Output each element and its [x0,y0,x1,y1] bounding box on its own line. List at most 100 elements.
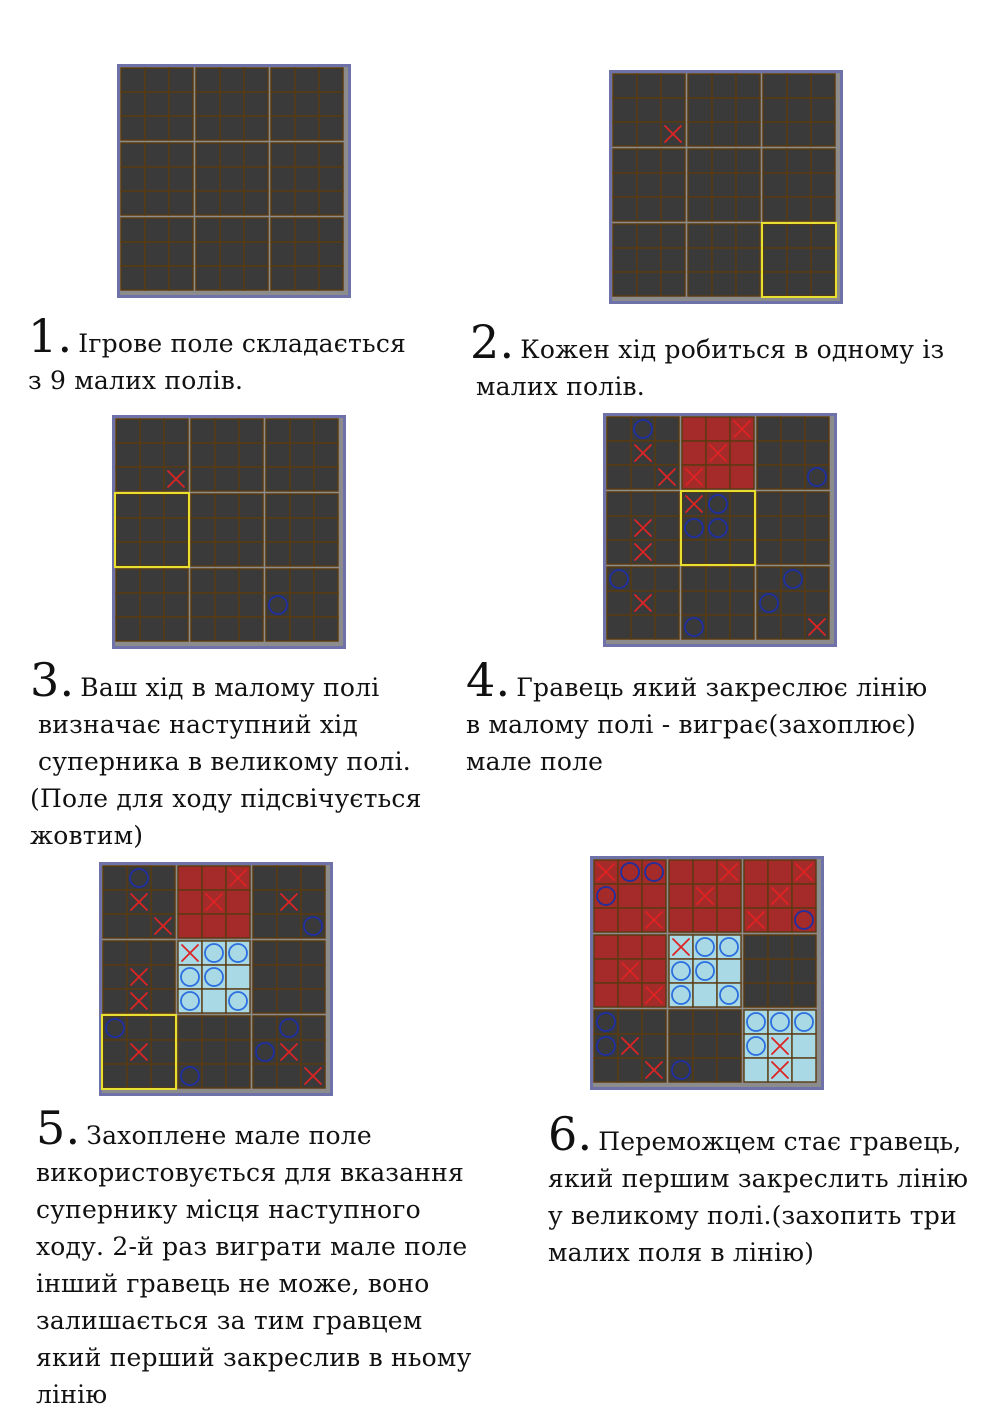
cell [190,517,216,543]
cell [150,889,176,915]
cell [265,418,291,444]
cell [313,493,339,519]
cell [238,466,264,492]
cell [804,491,830,517]
cell [716,907,742,933]
cell [612,196,638,222]
cell [276,865,302,891]
cell [735,172,761,198]
cell [219,190,245,216]
cell [786,73,812,99]
cell [265,517,291,543]
cell [804,566,830,592]
cell [786,97,812,123]
cell [289,517,315,543]
cell [804,464,830,490]
step-3-line-2: визначає наступний хід [38,710,358,739]
o-mark [268,595,288,615]
cell [593,883,619,909]
cell [144,190,170,216]
next-move-highlight [114,492,190,568]
cell [612,223,638,249]
x-mark [771,1037,789,1055]
o-mark [708,494,728,514]
cell [294,217,320,243]
cell [219,241,245,267]
cell [300,1015,326,1041]
x-mark [634,543,652,561]
cell [729,566,755,592]
cell [168,166,194,192]
x-mark [205,893,223,911]
step-1-line-2: з 9 малих полів. [28,366,244,395]
cell [762,73,788,99]
cell [606,590,632,616]
cell [102,1063,128,1089]
cell [593,982,619,1008]
cell [276,1063,302,1089]
step-2-line-1: Кожен хід робиться в одному із [520,335,945,364]
step-4-line-2: в малому полі - виграє(захоплює) [466,710,916,739]
cell [705,464,731,490]
cell [225,889,251,915]
cell [243,91,269,117]
cell [743,1057,769,1083]
cell [668,958,694,984]
cell [168,217,194,243]
cell [617,982,643,1008]
cell [144,67,170,93]
step-3-text: 3.Ваш хід в малому полі визначає наступн… [30,657,422,854]
cell [786,247,812,273]
cell [705,614,731,640]
cell [318,67,344,93]
cell [270,217,296,243]
board-grid [593,859,821,1087]
x-mark [795,863,813,881]
cell [276,964,302,990]
x-mark [808,618,826,636]
cell [265,592,291,618]
cell [617,907,643,933]
cell [729,464,755,490]
o-mark [783,569,803,589]
x-mark [696,887,714,905]
cell [716,1057,742,1083]
o-mark [129,868,149,888]
cell [810,148,836,174]
step-5-line-1: Захоплене мале поле [86,1121,372,1150]
cell [612,271,638,297]
board-step-2 [609,70,843,304]
o-mark [105,1018,125,1038]
board-step-6 [590,856,824,1090]
cell [270,190,296,216]
o-mark [255,1042,275,1062]
cell [201,1039,227,1065]
cell [219,166,245,192]
cell [612,247,638,273]
cell [767,934,793,960]
cell [716,934,742,960]
cell [115,466,141,492]
cell [270,115,296,141]
o-mark [719,985,739,1005]
cell [636,148,662,174]
o-mark [695,937,715,957]
cell [313,541,339,567]
cell [743,982,769,1008]
cell [786,196,812,222]
cell [630,614,656,640]
cell [300,913,326,939]
cell [612,121,638,147]
x-mark [130,968,148,986]
cell [294,142,320,168]
cell [687,73,713,99]
cell [810,271,836,297]
step-5-line-3: супернику місця наступного [36,1195,421,1224]
step-5-line-4: ходу. 2-й раз виграти мале поле [36,1232,468,1261]
cell [791,1057,817,1083]
cell [139,466,165,492]
cell [780,614,806,640]
cell [190,568,216,594]
cell [668,1009,694,1035]
cell [120,91,146,117]
